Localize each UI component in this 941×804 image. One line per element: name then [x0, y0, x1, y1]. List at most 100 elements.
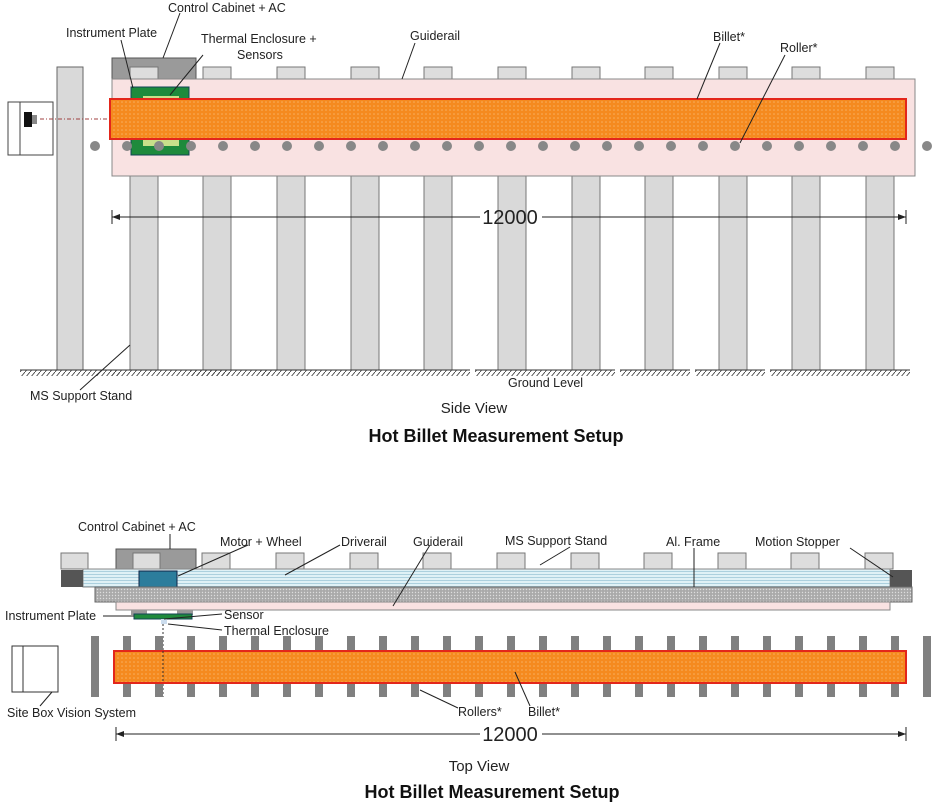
al-frame: [115, 601, 891, 611]
support-stand-leg: [865, 175, 895, 371]
roller-bar: [923, 636, 931, 697]
roller-dot: [506, 141, 516, 151]
stand-top-cap: [422, 552, 452, 570]
label-guiderail: Guiderail: [410, 29, 460, 43]
roller-dot: [570, 141, 580, 151]
stand-top-cap: [497, 66, 527, 80]
ground-hatch: [840, 370, 910, 376]
roller-dot: [826, 141, 836, 151]
stand-top-cap: [201, 552, 231, 570]
ground-hatch: [190, 370, 270, 376]
motor-wheel: [138, 570, 178, 588]
roller-dot: [634, 141, 644, 151]
roller-dot: [698, 141, 708, 151]
support-stand-leg: [129, 175, 159, 371]
instrument-plate: [133, 613, 193, 620]
label-control-cabinet: Control Cabinet + AC: [168, 1, 286, 15]
roller-dot: [442, 141, 452, 151]
top-title: Hot Billet Measurement Setup: [364, 782, 619, 802]
stand-top-cap: [865, 66, 895, 80]
label-billet-top: Billet*: [528, 705, 560, 719]
ground-hatch: [400, 370, 470, 376]
roller-dot: [794, 141, 804, 151]
roller-dot: [538, 141, 548, 151]
support-stand-leg: [423, 175, 453, 371]
ground-hatch: [20, 370, 120, 376]
support-stand-leg: [718, 175, 748, 371]
stand-top-cap: [718, 66, 748, 80]
roller-dot: [666, 141, 676, 151]
dimension-arrow: [112, 214, 120, 220]
roller-dot: [762, 141, 772, 151]
side-title: Hot Billet Measurement Setup: [368, 426, 623, 446]
label-sensor: Sensor: [224, 608, 264, 622]
support-stand-leg: [791, 175, 821, 371]
roller-dot: [730, 141, 740, 151]
roller-dot: [122, 141, 132, 151]
label-rollers: Rollers*: [458, 705, 502, 719]
top-view-labels: [39, 534, 894, 709]
side-view: [7, 57, 932, 376]
label-motion-stopper: Motion Stopper: [755, 535, 840, 549]
ground-hatch: [545, 370, 615, 376]
label-al-frame: Al. Frame: [666, 535, 720, 549]
stand-top-cap: [496, 552, 526, 570]
label-ms-support-stand: MS Support Stand: [30, 389, 132, 403]
plate-mount: [131, 610, 147, 615]
roller-dot: [474, 141, 484, 151]
stand-top-cap: [570, 552, 600, 570]
top-dimension: 12000: [482, 724, 538, 746]
roller-dot: [314, 141, 324, 151]
stand-top-cap: [129, 66, 159, 80]
support-stand-leg: [571, 175, 601, 371]
support-stand-leg: [350, 175, 380, 371]
label-thermal-enclosure-top: Thermal Enclosure: [224, 624, 329, 638]
support-stand-leg: [202, 175, 232, 371]
label-motor-wheel: Motor + Wheel: [220, 535, 302, 549]
label-thermal-enclosure-sensors: Sensors: [237, 48, 283, 62]
roller-dot: [90, 141, 100, 151]
label-roller: Roller*: [780, 41, 818, 55]
stand-top-cap: [643, 552, 673, 570]
stand-top-cap: [202, 66, 232, 80]
roller-dot: [890, 141, 900, 151]
side-view-labels: [79, 12, 786, 391]
motion-stopper-right: [890, 570, 912, 587]
guiderail: [94, 586, 913, 603]
motion-stopper-left: [61, 570, 83, 587]
label-ms-support-stand-top: MS Support Stand: [505, 534, 607, 548]
plate-mount: [177, 610, 193, 615]
ground-hatch: [330, 370, 400, 376]
camera-lens-tip: [32, 115, 37, 124]
stand-top-cap: [423, 66, 453, 80]
roller-dot: [186, 141, 196, 151]
dimension-arrow: [898, 214, 906, 220]
stand-top-cap: [790, 552, 820, 570]
stand-top-cap: [132, 552, 161, 570]
support-stand-leg: [276, 175, 306, 371]
label-driverail: Driverail: [341, 535, 387, 549]
roller-dot: [858, 141, 868, 151]
roller-dot: [282, 141, 292, 151]
label-instrument-plate-top: Instrument Plate: [5, 609, 96, 623]
support-stand-leg: [644, 175, 674, 371]
ground-hatch: [110, 370, 230, 376]
stand-top-cap: [60, 552, 89, 570]
stand-top-cap: [350, 66, 380, 80]
dimension-arrow: [116, 731, 124, 737]
support-stand-leg: [497, 175, 527, 371]
stand-top-cap: [276, 66, 306, 80]
roller-dot: [250, 141, 260, 151]
left-support-stand: [56, 66, 84, 371]
billet: [109, 98, 907, 140]
dimension-arrow: [898, 731, 906, 737]
label-control-cabinet-top: Control Cabinet + AC: [78, 520, 196, 534]
roller-bar: [91, 636, 99, 697]
top-view: [11, 548, 931, 741]
driverail: [82, 568, 891, 588]
roller-dot: [346, 141, 356, 151]
sensor: [161, 619, 167, 624]
stand-top-cap: [717, 552, 747, 570]
ground-hatch: [475, 370, 545, 376]
